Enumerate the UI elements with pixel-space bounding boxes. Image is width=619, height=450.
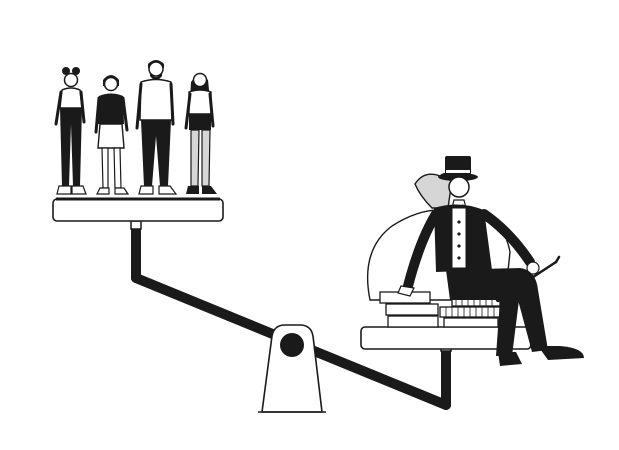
person-figure xyxy=(94,75,130,195)
person-figure xyxy=(135,60,178,195)
left-platform xyxy=(52,197,224,222)
seesaw-fulcrum xyxy=(258,324,326,413)
walking-cane xyxy=(495,255,561,303)
person-figure xyxy=(184,72,217,194)
person-figure xyxy=(54,67,87,195)
rich-man-figure xyxy=(397,156,584,366)
